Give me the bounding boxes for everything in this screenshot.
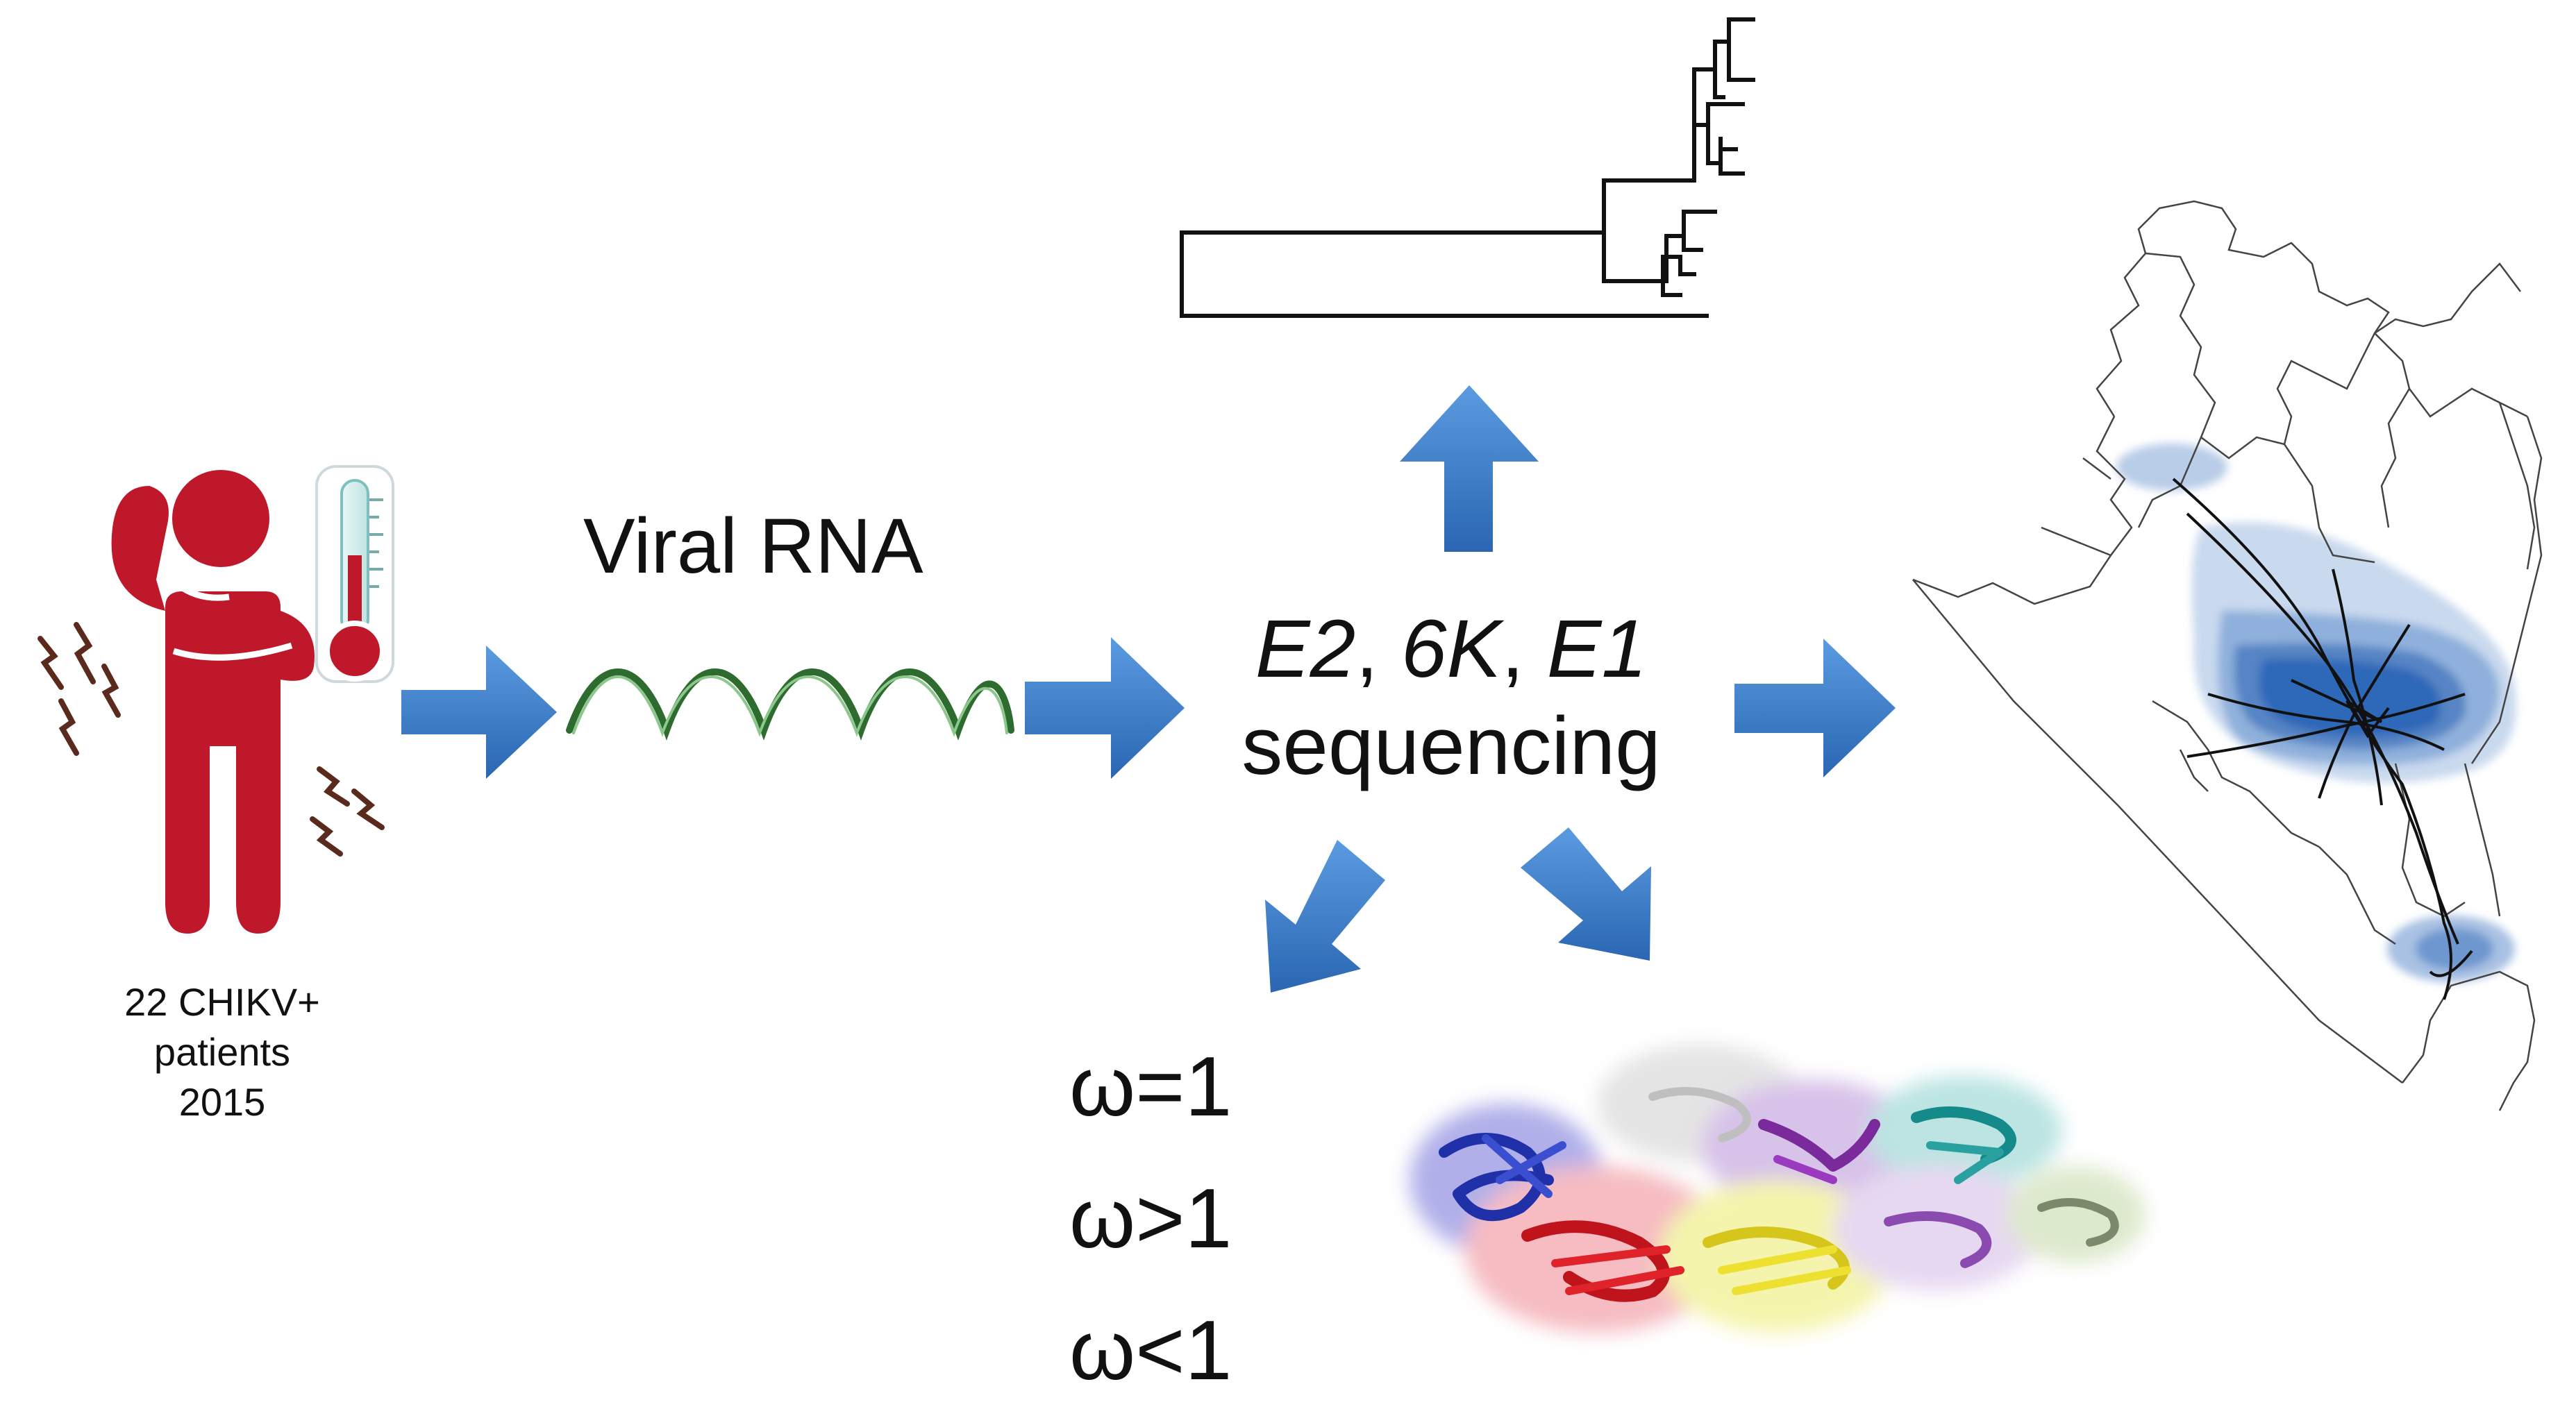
pain-marks-left <box>37 622 121 756</box>
gene-list: E2, 6K, E1 <box>1139 600 1764 698</box>
arrow-sequencing-to-map <box>1734 639 1896 777</box>
pain-marks-right <box>310 766 385 857</box>
rna-helix-icon <box>566 668 1014 741</box>
sequencing-method: sequencing <box>1241 700 1661 792</box>
thermometer-icon <box>315 465 394 683</box>
omega-positive: ω>1 <box>1069 1171 1232 1265</box>
gene-e1: E1 <box>1546 603 1648 695</box>
arrow-sequencing-to-tree <box>1400 385 1539 552</box>
phylogenetic-tree-icon <box>1180 17 1755 318</box>
omega-purifying: ω<1 <box>1069 1303 1232 1397</box>
arrow-patient-to-rna <box>401 646 557 779</box>
patients-caption: 22 CHIKV+ patients 2015 <box>76 977 368 1127</box>
gene-6k: 6K <box>1400 603 1502 695</box>
arrow-sequencing-to-structure <box>1521 827 1651 961</box>
patient-icon <box>111 470 315 934</box>
protein-structure-icon <box>1410 1045 2146 1333</box>
omega-neutral: ω=1 <box>1069 1039 1232 1133</box>
gene-separator: , <box>1501 603 1547 695</box>
sequencing-label: E2, 6K, E1 sequencing <box>1139 600 1764 795</box>
gene-e2: E2 <box>1255 603 1356 695</box>
patients-label: patients <box>153 1030 291 1074</box>
year-label: 2015 <box>178 1080 266 1124</box>
patient-count-label: 22 CHIKV+ <box>124 980 320 1024</box>
gene-separator: , <box>1355 603 1401 695</box>
arrow-sequencing-to-selection <box>1265 840 1385 993</box>
spatial-density-map-icon <box>1912 200 2543 1111</box>
arrow-rna-to-sequencing <box>1025 637 1185 779</box>
viral-rna-label: Viral RNA <box>583 503 923 589</box>
selection-ratios: ω=1 ω>1 ω<1 <box>1069 1020 1232 1416</box>
